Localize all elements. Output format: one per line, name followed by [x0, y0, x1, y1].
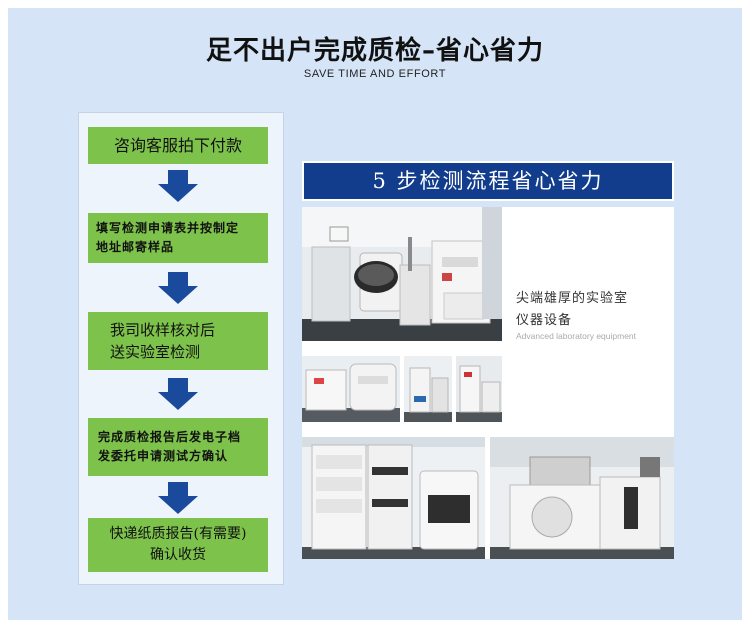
equipment-caption: 尖端雄厚的实验室 仪器设备	[516, 288, 628, 332]
lab-equipment-photo	[302, 207, 502, 341]
page-title: 足不出户完成质检–省心省力	[205, 36, 544, 66]
lab-equipment-photo	[404, 356, 452, 422]
step-5-box: 快递纸质报告(有需要) 确认收货	[88, 518, 268, 572]
lab-equipment-photo	[302, 356, 400, 422]
equipment-caption-line1: 尖端雄厚的实验室	[516, 291, 629, 306]
step-3-text-line1: 我司收样核对后	[110, 321, 216, 339]
step-4-text-line2: 发委托申请测试方确认	[98, 449, 229, 463]
step-5-text-line1: 快递纸质报告(有需要)	[109, 526, 247, 542]
step-1-text: 咨询客服拍下付款	[113, 136, 242, 155]
step-4-box: 完成质检报告后发电子档 发委托申请测试方确认	[88, 418, 268, 476]
step-2-text-line2: 地址邮寄样品	[96, 240, 175, 254]
steps-banner: 5 步检测流程省心省力	[302, 161, 674, 201]
down-arrow-icon	[158, 272, 198, 304]
equipment-caption-english: Advanced laboratory equipment	[516, 331, 637, 341]
step-3-text-line2: 送实验室检测	[110, 343, 201, 361]
step-2-text-line1: 填写检测申请表并按制定	[96, 221, 240, 235]
step-2-box: 填写检测申请表并按制定 地址邮寄样品	[88, 213, 268, 263]
step-5-text-line2: 确认收货	[150, 547, 206, 563]
step-1-box: 咨询客服拍下付款	[88, 127, 268, 164]
down-arrow-icon	[158, 170, 198, 202]
lab-equipment-photo	[490, 437, 674, 559]
step-4-text-line1: 完成质检报告后发电子档	[98, 430, 242, 444]
lab-equipment-photo	[302, 437, 485, 559]
down-arrow-icon	[158, 482, 198, 514]
lab-equipment-photo	[456, 356, 502, 422]
page-subtitle: SAVE TIME AND EFFORT	[303, 68, 447, 80]
step-3-box: 我司收样核对后 送实验室检测	[88, 312, 268, 370]
down-arrow-icon	[158, 378, 198, 410]
equipment-caption-line2: 仪器设备	[516, 313, 573, 328]
